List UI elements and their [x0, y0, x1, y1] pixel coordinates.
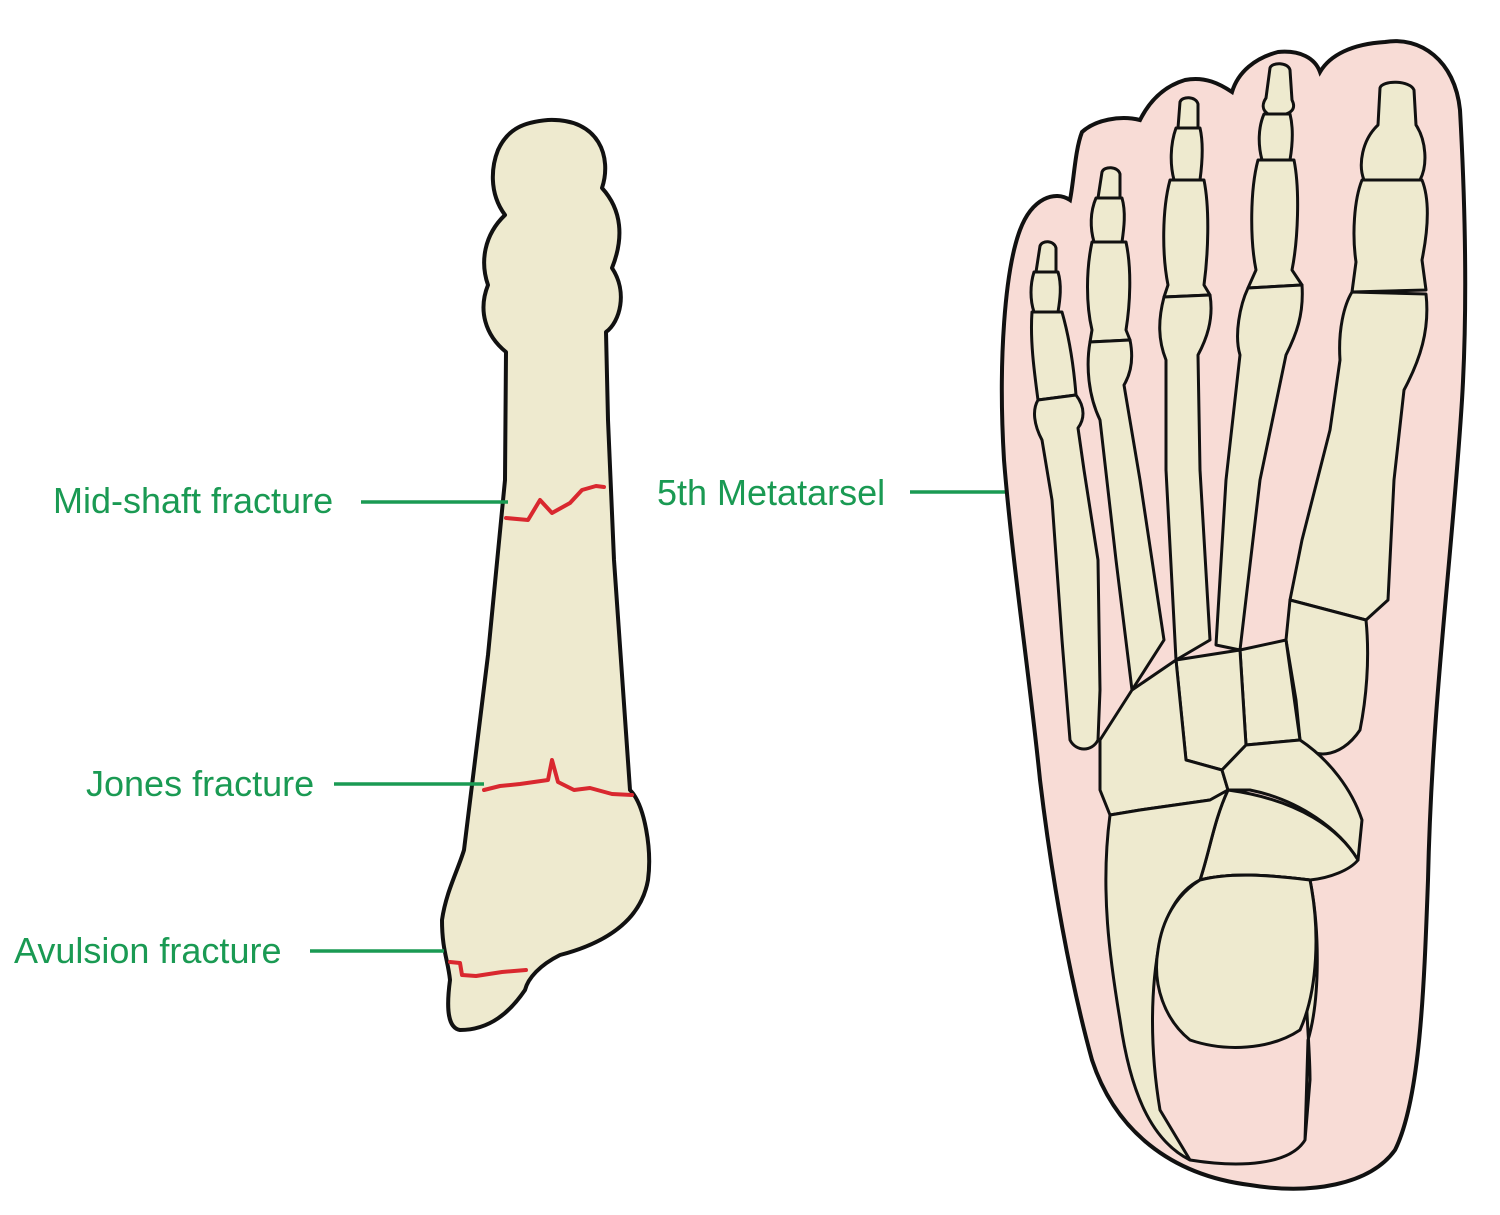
toe4-middle-phalanx: [1089, 196, 1126, 244]
toe4-proximal-phalanx: [1086, 240, 1132, 344]
jones-fracture-label: Jones fracture: [86, 763, 315, 804]
toe3-distal-phalanx: [1176, 96, 1200, 130]
toe3-middle-phalanx: [1169, 126, 1204, 182]
isolated-metatarsal: [440, 117, 652, 1032]
third-metatarsal: [1158, 293, 1213, 662]
toe5-distal-phalanx: [1034, 240, 1058, 274]
first-metatarsal: [1288, 290, 1429, 622]
toe2-distal-phalanx: [1261, 62, 1296, 116]
mid-shaft-fracture-line: [504, 484, 606, 522]
avulsion-fracture-line: [448, 960, 528, 978]
foot-skeleton: [999, 39, 1468, 1191]
fifth-metatarsal-label: 5th Metatarsel: [657, 472, 886, 513]
toe3-proximal-phalanx: [1162, 178, 1212, 299]
hallux-distal-phalanx: [1359, 80, 1427, 182]
toe5-middle-phalanx: [1029, 270, 1062, 314]
metatarsal-bone-outline: [440, 117, 652, 1032]
avulsion-fracture-label: Avulsion fracture: [14, 930, 282, 971]
toe4-distal-phalanx: [1096, 166, 1122, 200]
hallux-proximal-phalanx: [1350, 178, 1429, 294]
fifth-metatarsal-in-foot: [1033, 393, 1102, 751]
mid-shaft-fracture-label: Mid-shaft fracture: [53, 480, 334, 521]
jones-fracture-line: [482, 758, 634, 797]
toe2-middle-phalanx: [1257, 112, 1294, 162]
talar-head: [1155, 873, 1318, 1049]
